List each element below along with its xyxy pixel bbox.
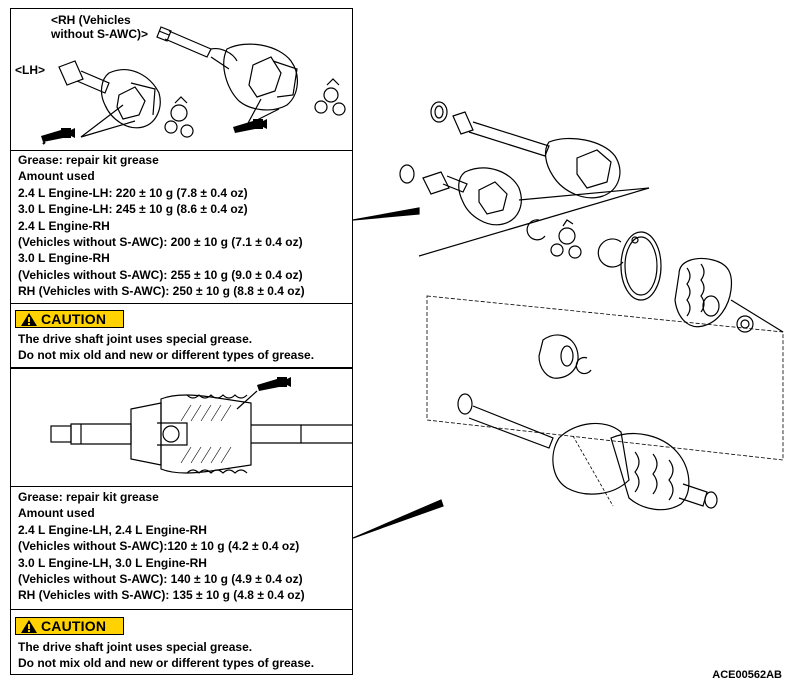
top-joint-illustration: <RH (Vehicles without S-AWC)> <LH> bbox=[11, 9, 352, 150]
spec-line: RH (Vehicles with S-AWC): 135 ± 10 g (4.… bbox=[18, 588, 305, 603]
spec-line: 2.4 L Engine-RH bbox=[18, 218, 110, 233]
spec-line: Grease: repair kit grease bbox=[18, 490, 159, 504]
spec-line: RH (Vehicles with S-AWC): 250 ± 10 g (8.… bbox=[18, 284, 305, 299]
caution-line: Do not mix old and new or different type… bbox=[18, 348, 315, 363]
grease-gun-icon bbox=[233, 119, 267, 133]
top-caution-text: The drive shaft joint uses special greas… bbox=[18, 331, 352, 364]
top-grease-spec: Grease: repair kit grease Amount used 2.… bbox=[18, 152, 352, 300]
bottom-joint-illustration bbox=[11, 369, 352, 483]
grease-gun-icon bbox=[257, 377, 291, 391]
boot-cross-section-drawing bbox=[50, 390, 352, 474]
spec-line: 3.0 L Engine-RH bbox=[18, 251, 110, 266]
caution-badge: CAUTION bbox=[15, 310, 124, 328]
spec-line: 2.4 L Engine-LH, 2.4 L Engine-RH bbox=[18, 522, 207, 537]
bottom-instruction-panel: Grease: repair kit grease Amount used 2.… bbox=[10, 368, 353, 675]
divider bbox=[11, 303, 352, 304]
top-instruction-panel: <RH (Vehicles without S-AWC)> <LH> bbox=[10, 8, 353, 368]
figure-code: ACE00562AB bbox=[712, 669, 782, 681]
spec-line: Amount used bbox=[18, 169, 95, 184]
spec-line: 3.0 L Engine-LH: 245 ± 10 g (8.6 ± 0.4 o… bbox=[18, 202, 248, 217]
exploded-driveshaft-diagram bbox=[352, 101, 784, 539]
top-joints-drawing bbox=[58, 26, 346, 138]
spec-line: 2.4 L Engine-LH: 220 ± 10 g (7.8 ± 0.4 o… bbox=[18, 185, 248, 200]
spec-line: Grease: repair kit grease bbox=[18, 153, 159, 167]
caution-label: CAUTION bbox=[41, 311, 107, 327]
warning-triangle-icon bbox=[21, 313, 37, 326]
divider bbox=[11, 609, 352, 610]
spec-line: (Vehicles without S-AWC):120 ± 10 g (4.2… bbox=[18, 539, 300, 554]
divider bbox=[11, 150, 352, 151]
bottom-grease-spec: Grease: repair kit grease Amount used 2.… bbox=[18, 489, 352, 604]
spec-line: (Vehicles without S-AWC): 255 ± 10 g (9.… bbox=[18, 267, 303, 282]
caution-label: CAUTION bbox=[41, 618, 107, 634]
spec-line: (Vehicles without S-AWC): 140 ± 10 g (4.… bbox=[18, 572, 303, 587]
bottom-caution-text: The drive shaft joint uses special greas… bbox=[18, 639, 352, 672]
warning-triangle-icon bbox=[21, 620, 37, 633]
caution-line: The drive shaft joint uses special greas… bbox=[18, 640, 253, 654]
caution-line: The drive shaft joint uses special greas… bbox=[18, 332, 253, 346]
callout-lh: <LH> bbox=[15, 63, 46, 77]
spec-line: Amount used bbox=[18, 506, 95, 521]
divider bbox=[11, 486, 352, 487]
spec-line: 3.0 L Engine-LH, 3.0 L Engine-RH bbox=[18, 555, 207, 570]
callout-rh: <RH (Vehicles without S-AWC)> bbox=[51, 13, 148, 41]
grease-gun-icon bbox=[41, 128, 75, 145]
caution-line: Do not mix old and new or different type… bbox=[18, 656, 315, 671]
caution-badge: CAUTION bbox=[15, 617, 124, 635]
spec-line: (Vehicles without S-AWC): 200 ± 10 g (7.… bbox=[18, 235, 303, 250]
